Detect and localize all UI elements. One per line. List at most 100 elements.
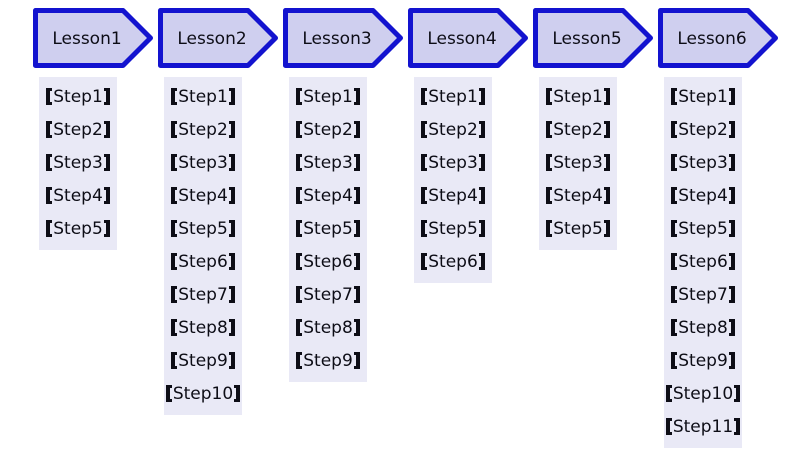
step-item: Step5 bbox=[289, 212, 367, 245]
lesson-unit: Lesson6 Step1 Step2 Step3 Step4 Step5 St… bbox=[658, 8, 783, 448]
step-list: Step1 Step2 Step3 Step4 Step5 Step6 Step… bbox=[664, 77, 742, 448]
right-lenticular-bracket-icon bbox=[728, 253, 735, 270]
step-label: Step8 bbox=[178, 317, 228, 338]
step-item: Step3 bbox=[414, 146, 492, 179]
right-lenticular-bracket-icon bbox=[228, 319, 235, 336]
left-lenticular-bracket-icon bbox=[171, 319, 178, 336]
lesson-label: Lesson4 bbox=[427, 29, 497, 49]
right-lenticular-bracket-icon bbox=[353, 88, 360, 105]
step-item: Step3 bbox=[39, 146, 117, 179]
step-item: Step9 bbox=[164, 344, 242, 377]
arrow-chevron-icon bbox=[33, 8, 153, 68]
step-label: Step4 bbox=[303, 185, 353, 206]
step-item: Step7 bbox=[664, 278, 742, 311]
step-list: Step1 Step2 Step3 Step4 Step5 Step6 bbox=[414, 77, 492, 283]
step-list: Step1 Step2 Step3 Step4 Step5 bbox=[539, 77, 617, 250]
arrow-chevron-icon bbox=[658, 8, 778, 68]
step-label: Step3 bbox=[553, 152, 603, 173]
right-lenticular-bracket-icon bbox=[728, 121, 735, 138]
right-lenticular-bracket-icon bbox=[228, 286, 235, 303]
step-item: Step10 bbox=[664, 377, 742, 410]
step-label: Step6 bbox=[303, 251, 353, 272]
step-label: Step5 bbox=[53, 218, 103, 239]
right-lenticular-bracket-icon bbox=[103, 187, 110, 204]
right-lenticular-bracket-icon bbox=[478, 220, 485, 237]
step-label: Step4 bbox=[428, 185, 478, 206]
left-lenticular-bracket-icon bbox=[171, 220, 178, 237]
step-item: Step7 bbox=[289, 278, 367, 311]
left-lenticular-bracket-icon bbox=[421, 187, 428, 204]
right-lenticular-bracket-icon bbox=[353, 121, 360, 138]
lesson-arrow: Lesson1 bbox=[33, 8, 153, 68]
step-item: Step6 bbox=[164, 245, 242, 278]
lesson-label: Lesson5 bbox=[552, 29, 622, 49]
step-label: Step3 bbox=[428, 152, 478, 173]
step-item: Step9 bbox=[289, 344, 367, 377]
step-label: Step9 bbox=[678, 350, 728, 371]
left-lenticular-bracket-icon bbox=[671, 88, 678, 105]
left-lenticular-bracket-icon bbox=[165, 385, 172, 402]
right-lenticular-bracket-icon bbox=[228, 154, 235, 171]
step-label: Step3 bbox=[53, 152, 103, 173]
right-lenticular-bracket-icon bbox=[353, 286, 360, 303]
left-lenticular-bracket-icon bbox=[296, 319, 303, 336]
right-lenticular-bracket-icon bbox=[353, 352, 360, 369]
left-lenticular-bracket-icon bbox=[546, 220, 553, 237]
left-lenticular-bracket-icon bbox=[46, 154, 53, 171]
left-lenticular-bracket-icon bbox=[171, 253, 178, 270]
right-lenticular-bracket-icon bbox=[103, 88, 110, 105]
step-label: Step5 bbox=[178, 218, 228, 239]
step-label: Step3 bbox=[178, 152, 228, 173]
right-lenticular-bracket-icon bbox=[728, 154, 735, 171]
step-item: Step4 bbox=[289, 179, 367, 212]
step-label: Step6 bbox=[178, 251, 228, 272]
left-lenticular-bracket-icon bbox=[296, 88, 303, 105]
step-label: Step7 bbox=[178, 284, 228, 305]
step-label: Step2 bbox=[428, 119, 478, 140]
step-label: Step8 bbox=[678, 317, 728, 338]
left-lenticular-bracket-icon bbox=[296, 154, 303, 171]
step-item: Step6 bbox=[414, 245, 492, 278]
right-lenticular-bracket-icon bbox=[228, 121, 235, 138]
step-label: Step1 bbox=[553, 86, 603, 107]
step-label: Step9 bbox=[178, 350, 228, 371]
step-item: Step2 bbox=[289, 113, 367, 146]
left-lenticular-bracket-icon bbox=[665, 418, 672, 435]
left-lenticular-bracket-icon bbox=[546, 88, 553, 105]
left-lenticular-bracket-icon bbox=[296, 187, 303, 204]
left-lenticular-bracket-icon bbox=[671, 220, 678, 237]
left-lenticular-bracket-icon bbox=[46, 88, 53, 105]
right-lenticular-bracket-icon bbox=[228, 220, 235, 237]
step-item: Step6 bbox=[289, 245, 367, 278]
left-lenticular-bracket-icon bbox=[421, 220, 428, 237]
step-label: Step2 bbox=[178, 119, 228, 140]
right-lenticular-bracket-icon bbox=[603, 220, 610, 237]
left-lenticular-bracket-icon bbox=[171, 187, 178, 204]
step-label: Step1 bbox=[428, 86, 478, 107]
lesson-unit: Lesson4 Step1 Step2 Step3 Step4 Step5 St… bbox=[408, 8, 533, 283]
left-lenticular-bracket-icon bbox=[421, 154, 428, 171]
right-lenticular-bracket-icon bbox=[728, 352, 735, 369]
right-lenticular-bracket-icon bbox=[478, 154, 485, 171]
step-item: Step3 bbox=[164, 146, 242, 179]
left-lenticular-bracket-icon bbox=[296, 220, 303, 237]
right-lenticular-bracket-icon bbox=[353, 253, 360, 270]
left-lenticular-bracket-icon bbox=[671, 253, 678, 270]
left-lenticular-bracket-icon bbox=[671, 121, 678, 138]
left-lenticular-bracket-icon bbox=[171, 121, 178, 138]
right-lenticular-bracket-icon bbox=[353, 154, 360, 171]
step-label: Step10 bbox=[672, 383, 734, 404]
step-item: Step4 bbox=[664, 179, 742, 212]
left-lenticular-bracket-icon bbox=[671, 187, 678, 204]
step-item: Step5 bbox=[664, 212, 742, 245]
step-label: Step2 bbox=[678, 119, 728, 140]
lesson-arrow: Lesson4 bbox=[408, 8, 528, 68]
step-label: Step4 bbox=[678, 185, 728, 206]
step-item: Step9 bbox=[664, 344, 742, 377]
left-lenticular-bracket-icon bbox=[671, 352, 678, 369]
left-lenticular-bracket-icon bbox=[296, 286, 303, 303]
step-item: Step3 bbox=[664, 146, 742, 179]
step-label: Step4 bbox=[53, 185, 103, 206]
right-lenticular-bracket-icon bbox=[103, 121, 110, 138]
left-lenticular-bracket-icon bbox=[546, 121, 553, 138]
